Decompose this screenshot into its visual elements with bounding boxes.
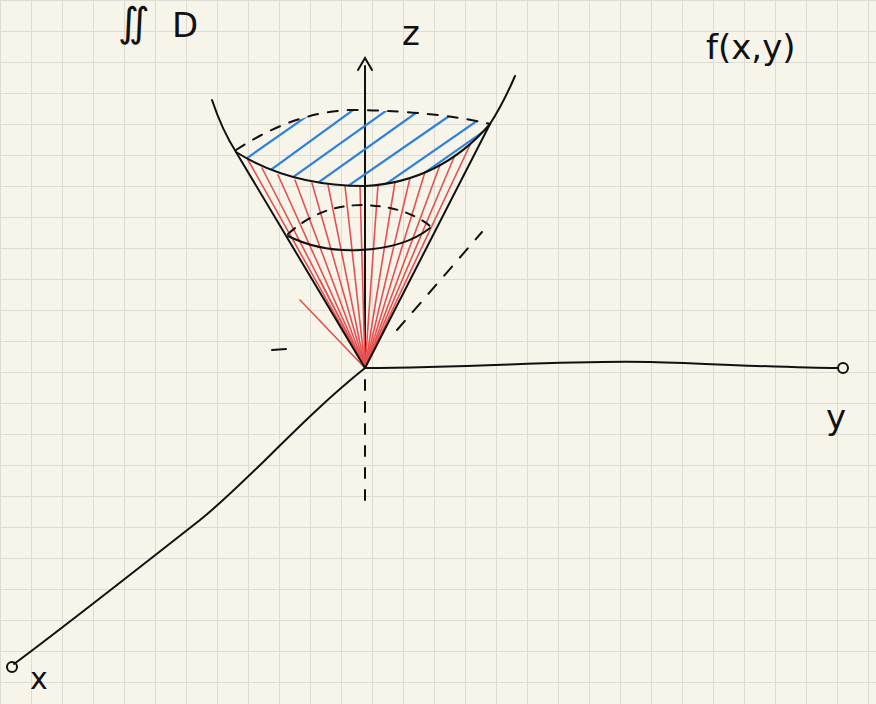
function-label: f(x,y) bbox=[706, 30, 796, 64]
x-arrowhead bbox=[7, 662, 17, 672]
axes bbox=[7, 58, 848, 672]
y-arrowhead bbox=[838, 363, 848, 373]
x-axis bbox=[14, 368, 365, 664]
cone-outline bbox=[212, 76, 515, 368]
cone-hatch bbox=[248, 145, 470, 368]
axis-name: y bbox=[826, 400, 846, 434]
top-disk-hatch bbox=[230, 100, 500, 195]
z-axis-negative bbox=[364, 380, 366, 500]
region-name: D bbox=[172, 8, 198, 42]
double-integral-sign: ∬ bbox=[118, 2, 150, 42]
axis-name: x bbox=[30, 664, 48, 694]
axis-name: z bbox=[402, 16, 420, 50]
z-arrowhead bbox=[358, 58, 372, 70]
y-axis bbox=[365, 362, 838, 368]
